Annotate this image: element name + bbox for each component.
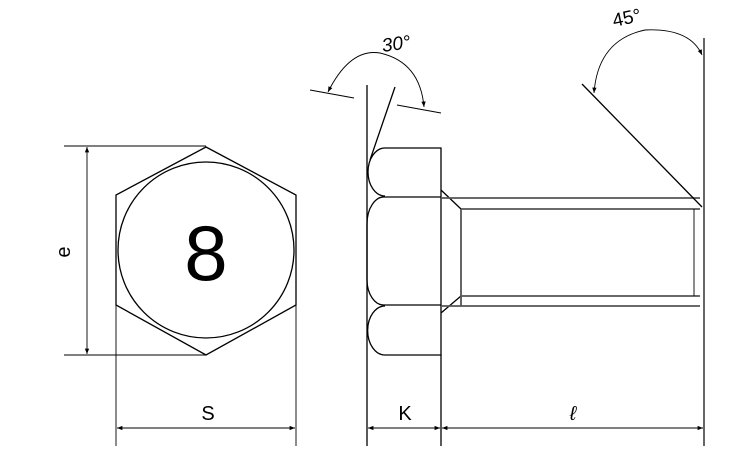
dimension-e: e: [53, 145, 206, 356]
dimension-e-label: e: [53, 246, 75, 257]
dimension-k-label: K: [398, 403, 412, 425]
dimension-s-label: S: [201, 403, 214, 425]
dimension-l-label: ℓ: [569, 403, 578, 425]
dimension-l: ℓ: [442, 403, 703, 431]
dimension-k: K: [368, 403, 440, 431]
angle-45-annotation: 45°: [592, 5, 703, 94]
bearing-face-circle: [117, 161, 295, 339]
angle-30-label: 30°: [381, 32, 413, 57]
angle-30-annotation: 30°: [309, 32, 442, 114]
bolt-side-view: [366, 38, 705, 446]
head-top-view: 8: [115, 146, 297, 356]
strength-grade-marking: 8: [184, 209, 227, 297]
angle-45-label: 45°: [611, 5, 643, 32]
dimension-s: S: [115, 305, 297, 446]
